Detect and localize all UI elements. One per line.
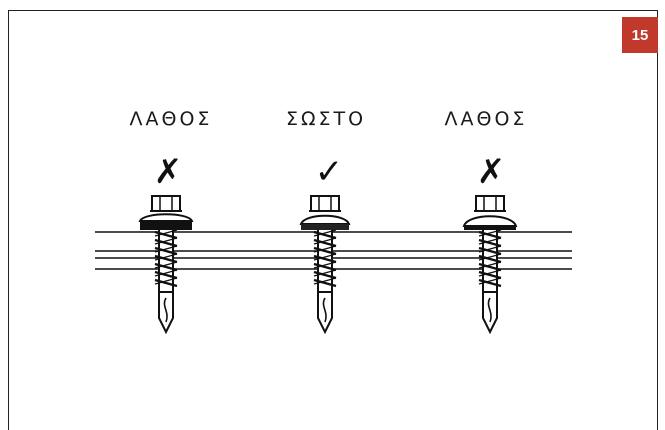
cross-mark-icon-left: ✗ — [153, 152, 183, 192]
label-center-correct: ΣΩΣΤΟ — [285, 108, 367, 130]
label-right-wrong: ΛΑΘΟΣ — [444, 108, 528, 130]
check-mark-icon-center: ✓ — [314, 152, 344, 192]
screw-center-correct — [299, 195, 351, 334]
label-left-wrong: ΛΑΘΟΣ — [129, 108, 213, 130]
page-frame — [8, 10, 658, 430]
page-number-badge: 15 — [622, 17, 658, 53]
screw-left-over-tightened — [138, 195, 194, 334]
cross-mark-icon-right: ✗ — [476, 152, 506, 192]
screw-right-under-tightened — [462, 195, 518, 334]
